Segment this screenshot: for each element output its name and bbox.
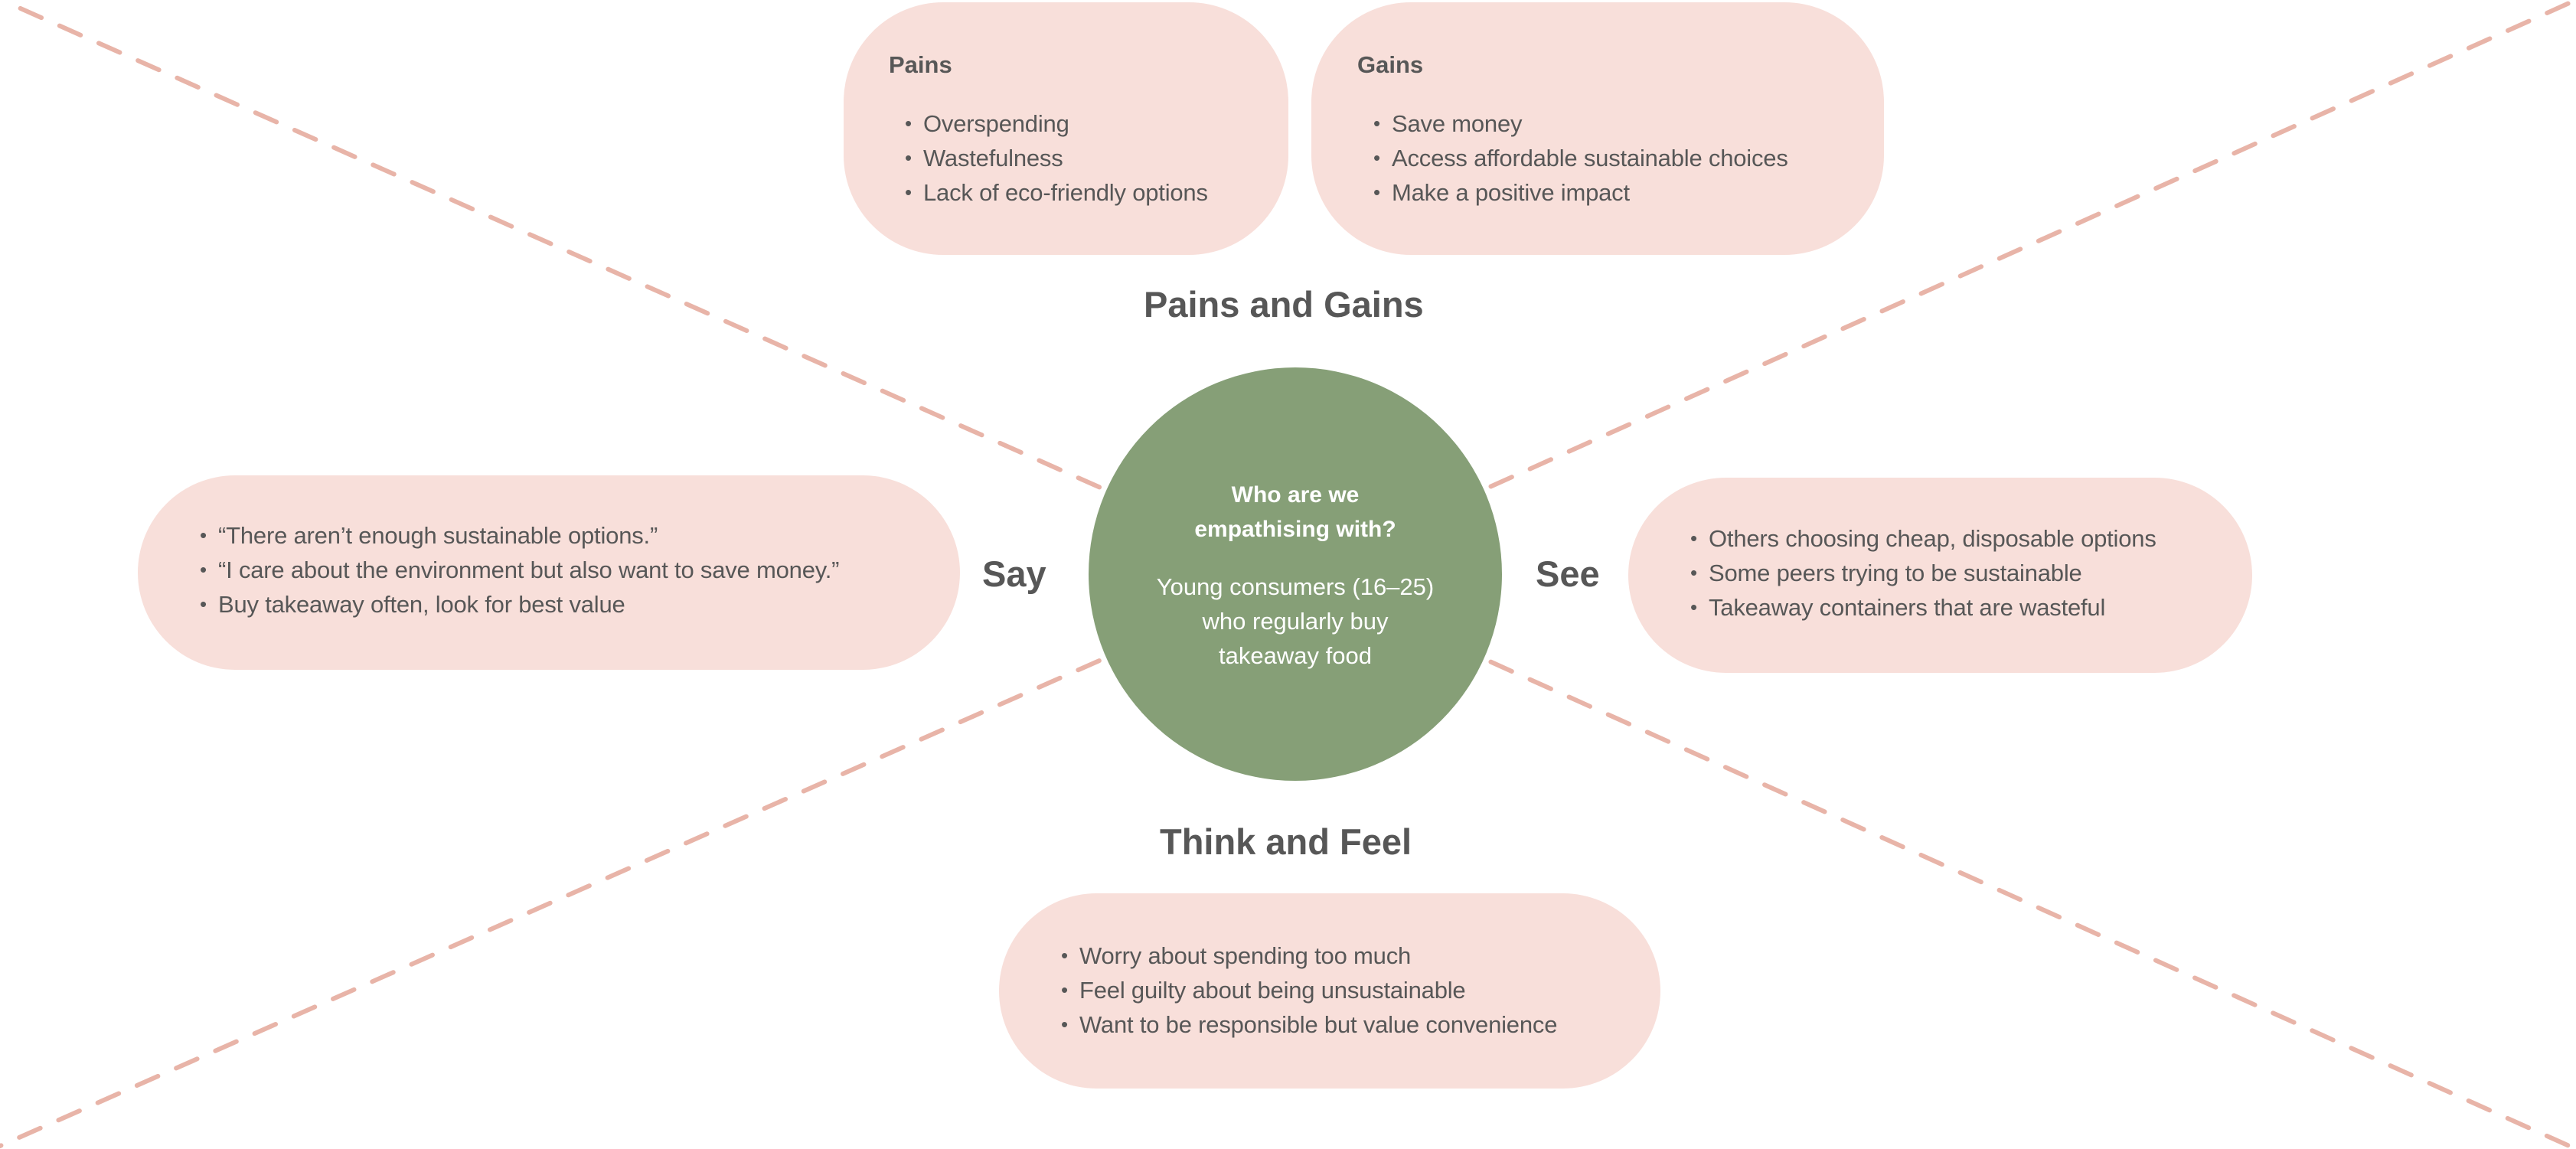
persona-question: Who are we empathising with? — [1194, 482, 1396, 542]
pains-title: Pains — [889, 51, 952, 78]
list-item: •“I care about the environment but also … — [200, 553, 960, 587]
list-item: •Buy takeaway often, look for best value — [200, 587, 960, 622]
bullet-icon: • — [200, 592, 207, 615]
list-item: •Lack of eco-friendly options — [905, 175, 1288, 210]
see-box: •Others choosing cheap, disposable optio… — [1628, 478, 2252, 673]
divider-line-bottom-left — [0, 572, 1298, 1148]
list-item: •Overspending — [905, 106, 1288, 141]
bullet-icon: • — [1061, 944, 1068, 967]
list-item: •Want to be responsible but value conven… — [1061, 1007, 1660, 1042]
pains-list: •Overspending •Wastefulness •Lack of eco… — [905, 106, 1288, 210]
pains-gains-heading: Pains and Gains — [1144, 284, 1424, 325]
bullet-icon: • — [905, 146, 912, 169]
bullet-icon: • — [1690, 596, 1697, 619]
bullet-icon: • — [905, 112, 912, 135]
divider-line-top-right — [1293, 0, 2576, 576]
divider-line-top-left — [13, 4, 1298, 576]
gains-title: Gains — [1357, 51, 1424, 78]
pains-box: Pains •Overspending •Wastefulness •Lack … — [844, 2, 1288, 255]
bullet-icon: • — [905, 181, 912, 204]
list-item: •Some peers trying to be sustainable — [1690, 556, 2252, 590]
say-list: •“There aren’t enough sustainable option… — [200, 518, 960, 622]
bullet-icon: • — [1690, 527, 1697, 550]
bullet-icon: • — [1373, 181, 1380, 204]
list-item: •Others choosing cheap, disposable optio… — [1690, 521, 2252, 556]
persona-circle: Who are we empathising with? Young consu… — [1089, 367, 1502, 781]
gains-list: •Save money •Access affordable sustainab… — [1373, 106, 1884, 210]
say-box: •“There aren’t enough sustainable option… — [138, 475, 960, 670]
bullet-icon: • — [200, 558, 207, 581]
bullet-icon: • — [1061, 978, 1068, 1001]
think-feel-heading: Think and Feel — [1160, 821, 1412, 862]
bullet-icon: • — [1373, 112, 1380, 135]
list-item: •Access affordable sustainable choices — [1373, 141, 1884, 175]
persona-description: Young consumers (16–25) who regularly bu… — [1156, 573, 1435, 669]
list-item: •“There aren’t enough sustainable option… — [200, 518, 960, 553]
think-feel-list: •Worry about spending too much •Feel gui… — [1061, 938, 1660, 1042]
list-item: •Make a positive impact — [1373, 175, 1884, 210]
list-item: •Wastefulness — [905, 141, 1288, 175]
divider-line-bottom-right — [1293, 572, 2576, 1149]
bullet-icon: • — [1690, 561, 1697, 584]
list-item: •Save money — [1373, 106, 1884, 141]
see-list: •Others choosing cheap, disposable optio… — [1690, 521, 2252, 625]
see-label: See — [1536, 553, 1600, 594]
think-feel-box: •Worry about spending too much •Feel gui… — [999, 893, 1660, 1089]
list-item: •Feel guilty about being unsustainable — [1061, 973, 1660, 1007]
bullet-icon: • — [200, 524, 207, 547]
list-item: •Worry about spending too much — [1061, 938, 1660, 973]
bullet-icon: • — [1373, 146, 1380, 169]
list-item: •Takeaway containers that are wasteful — [1690, 590, 2252, 625]
gains-box: Gains •Save money •Access affordable sus… — [1311, 2, 1884, 255]
say-label: Say — [982, 553, 1046, 594]
bullet-icon: • — [1061, 1013, 1068, 1036]
